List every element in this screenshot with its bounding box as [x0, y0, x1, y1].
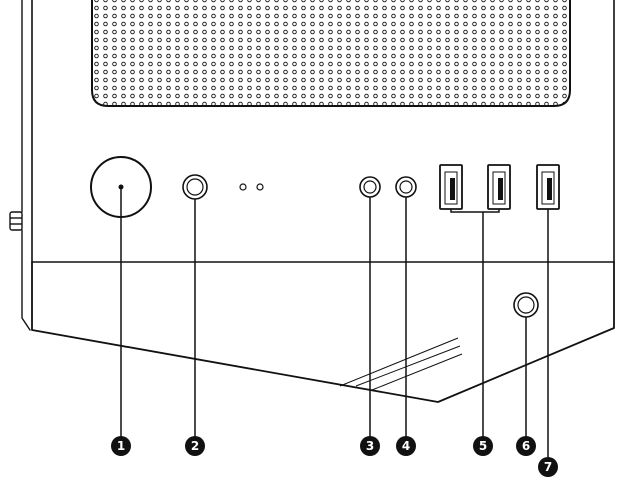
reset-button	[182, 174, 208, 200]
callout-3-label: 3	[366, 439, 374, 453]
usb-port-b	[487, 164, 511, 210]
audio-jack-b	[395, 176, 417, 198]
callout-3: 3	[360, 436, 380, 456]
callout-6-label: 6	[522, 439, 530, 453]
callout-7: 7	[538, 457, 558, 477]
callout-2-label: 2	[191, 439, 199, 453]
callout-1: 1	[111, 436, 131, 456]
mesh-grille	[91, 0, 571, 107]
callout-5-label: 5	[479, 439, 487, 453]
callout-6: 6	[516, 436, 536, 456]
bottom-reflection	[339, 337, 463, 391]
usb-port-c	[536, 164, 560, 210]
leader-lines	[120, 187, 549, 462]
bottom-round-port	[513, 292, 539, 318]
case-body	[21, 0, 615, 403]
audio-jack-a	[359, 176, 381, 198]
callout-2: 2	[185, 436, 205, 456]
callout-7-label: 7	[544, 460, 552, 474]
callout-1-label: 1	[117, 439, 125, 453]
callout-4: 4	[396, 436, 416, 456]
callout-4-label: 4	[402, 439, 410, 453]
callout-5: 5	[473, 436, 493, 456]
usb-port-a	[439, 164, 463, 210]
indicator-leds	[239, 183, 264, 191]
side-latch	[9, 211, 23, 231]
